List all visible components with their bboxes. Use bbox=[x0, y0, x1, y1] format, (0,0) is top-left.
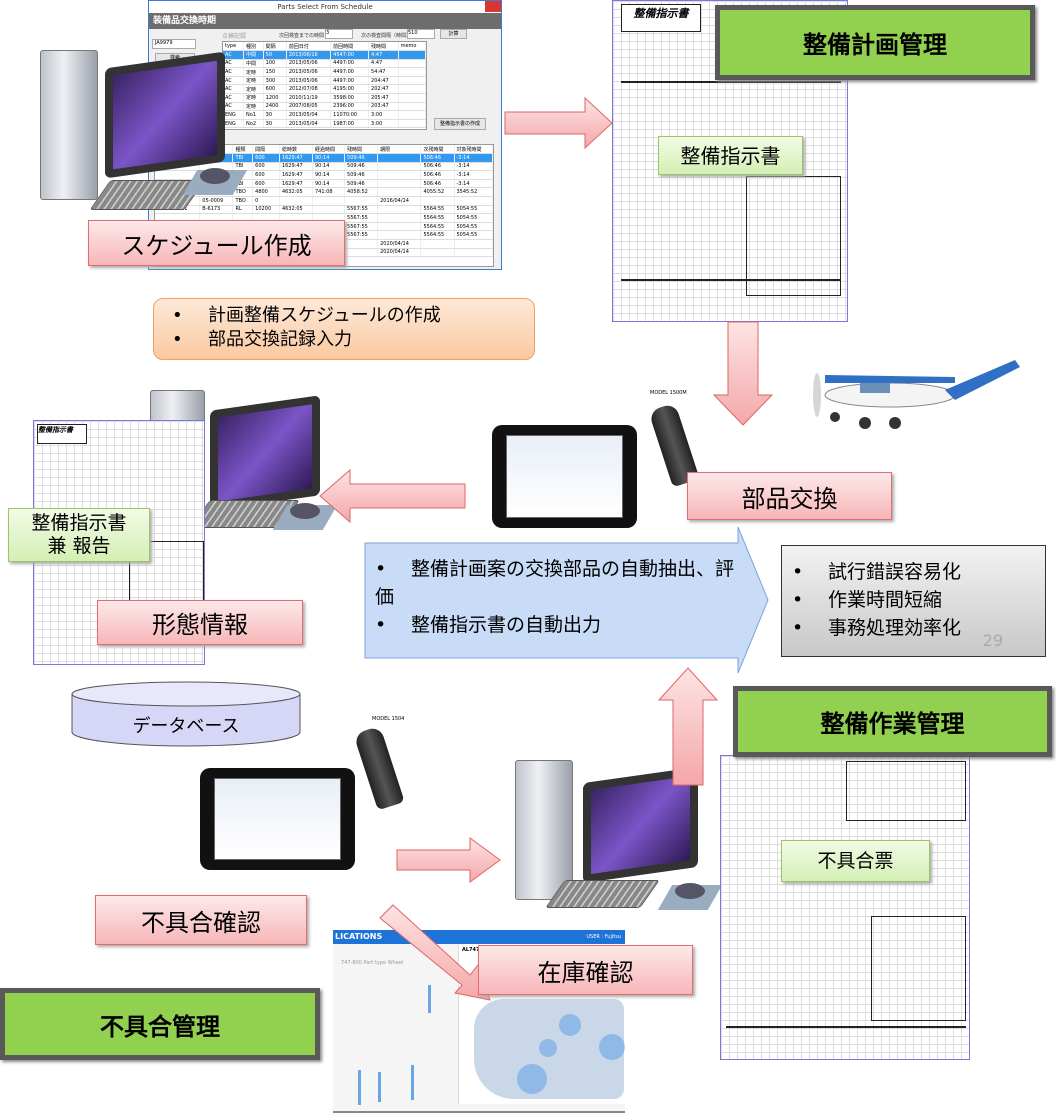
arrow-right-icon bbox=[396, 837, 501, 883]
work-order-label: 整備指示書 bbox=[658, 136, 803, 175]
page-number: 29 bbox=[982, 631, 1003, 650]
parts-select-window: Parts Select From Schedule 装備品交換時期 JA997… bbox=[148, 0, 502, 270]
create-order-button[interactable]: 整備指示書の作成 bbox=[434, 118, 486, 130]
defect-check-label: 不具合確認 bbox=[95, 895, 307, 945]
next-interval-label: 次の検査間隔（時間） bbox=[361, 33, 412, 39]
hours-until-next-label: 次回検査までの時間 bbox=[279, 33, 325, 39]
work-order-report-label: 整備指示書兼 報告 bbox=[8, 508, 150, 562]
schedule-bullets-box: 計画整備スケジュールの作成部品交換記録入力 bbox=[153, 298, 535, 360]
aircraft-select[interactable]: JA9979 bbox=[152, 39, 196, 49]
tablet-icon bbox=[200, 768, 355, 870]
window-header: 装備品交換時期 bbox=[149, 13, 501, 29]
bullet-item: 整備指示書の自動出力 bbox=[375, 611, 735, 639]
bullet-item: 整備計画案の交換部品の自動抽出、評価 bbox=[375, 555, 735, 611]
database-icon bbox=[71, 681, 301, 747]
database-label: データベース bbox=[132, 716, 240, 737]
computer-icon bbox=[40, 40, 248, 240]
bullet-item: 部品交換記録入力 bbox=[172, 328, 534, 352]
bullet-item: 計画整備スケジュールの作成 bbox=[172, 304, 534, 328]
schedule-label: スケジュール作成 bbox=[88, 220, 345, 266]
arrow-down-icon bbox=[712, 321, 774, 426]
next-interval-input[interactable]: 510 bbox=[407, 29, 435, 39]
bullet-item: 試行錯誤容易化 bbox=[792, 558, 1045, 586]
defect-slip-form bbox=[720, 755, 970, 1060]
parts-replace-label: 部品交換 bbox=[687, 472, 892, 520]
defect-slip-label: 不具合票 bbox=[781, 840, 930, 882]
stock-check-label: 在庫確認 bbox=[478, 945, 693, 995]
tablet-icon bbox=[492, 425, 637, 528]
benefit-bullets-box: 試行錯誤容易化作業時間短縮事務処理効率化 29 bbox=[781, 545, 1046, 657]
bullet-item: 作業時間短縮 bbox=[792, 586, 1045, 614]
window-titlebar: Parts Select From Schedule bbox=[149, 1, 501, 13]
maintenance-work-title: 整備作業管理 bbox=[733, 686, 1052, 757]
arrow-left-icon bbox=[319, 468, 466, 524]
computer-icon bbox=[515, 760, 725, 930]
inspection-label: 点検記録 bbox=[222, 33, 247, 40]
configuration-label: 形態情報 bbox=[97, 600, 303, 645]
auto-bullets-box: 整備計画案の交換部品の自動抽出、評価整備指示書の自動出力 bbox=[375, 555, 735, 639]
arrow-diagonal-icon bbox=[379, 904, 491, 1001]
hours-until-next-input[interactable]: 3 bbox=[325, 29, 353, 39]
close-button[interactable] bbox=[485, 1, 501, 12]
defect-management-title: 不具合管理 bbox=[0, 988, 320, 1060]
arrow-right-icon bbox=[504, 96, 613, 150]
airplane-icon bbox=[813, 360, 1020, 429]
bullet-item: 事務処理効率化 bbox=[792, 614, 1045, 642]
table-row[interactable]: 05-0009TBO48004632:05741:084058:524055:5… bbox=[155, 187, 493, 198]
maintenance-plan-title: 整備計画管理 bbox=[715, 5, 1035, 80]
calc-button[interactable]: 計算 bbox=[440, 29, 467, 39]
arrow-up-icon bbox=[657, 667, 719, 786]
